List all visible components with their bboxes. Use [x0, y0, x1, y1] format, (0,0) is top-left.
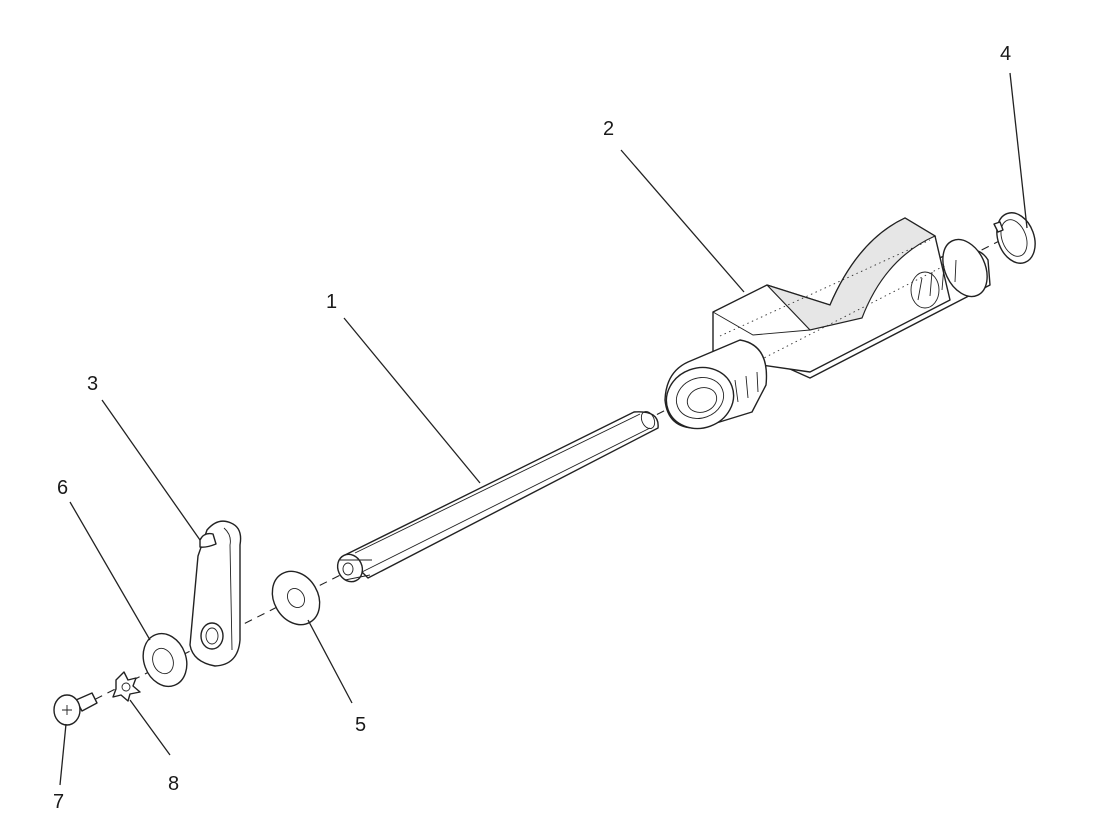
- part-washer-5: [271, 570, 321, 626]
- part-screw: [53, 692, 98, 726]
- leader-2: [620, 149, 745, 293]
- leader-5: [307, 619, 353, 704]
- callout-5: 5: [355, 714, 366, 736]
- callout-8: 8: [168, 773, 179, 795]
- part-shaft: [336, 411, 659, 583]
- callout-6: 6: [57, 477, 68, 499]
- leader-lines: [59, 72, 1028, 786]
- leader-8: [129, 699, 171, 756]
- part-lever: [189, 520, 242, 667]
- leader-3: [101, 399, 201, 541]
- leader-4: [1009, 72, 1028, 229]
- callout-4: 4: [1000, 43, 1011, 65]
- part-lock-washer: [112, 671, 141, 702]
- leader-1: [343, 317, 481, 484]
- leader-6: [69, 501, 151, 641]
- callout-1: 1: [326, 291, 337, 313]
- callout-7: 7: [53, 791, 64, 813]
- callout-labels: 1 2 3 4 5 6 7 8: [53, 43, 1011, 813]
- part-washer-6: [142, 632, 188, 688]
- callout-2: 2: [603, 118, 614, 140]
- leader-7: [59, 723, 67, 786]
- part-retaining-ring: [993, 212, 1036, 264]
- part-roller-holder: [664, 217, 991, 430]
- callout-3: 3: [87, 373, 98, 395]
